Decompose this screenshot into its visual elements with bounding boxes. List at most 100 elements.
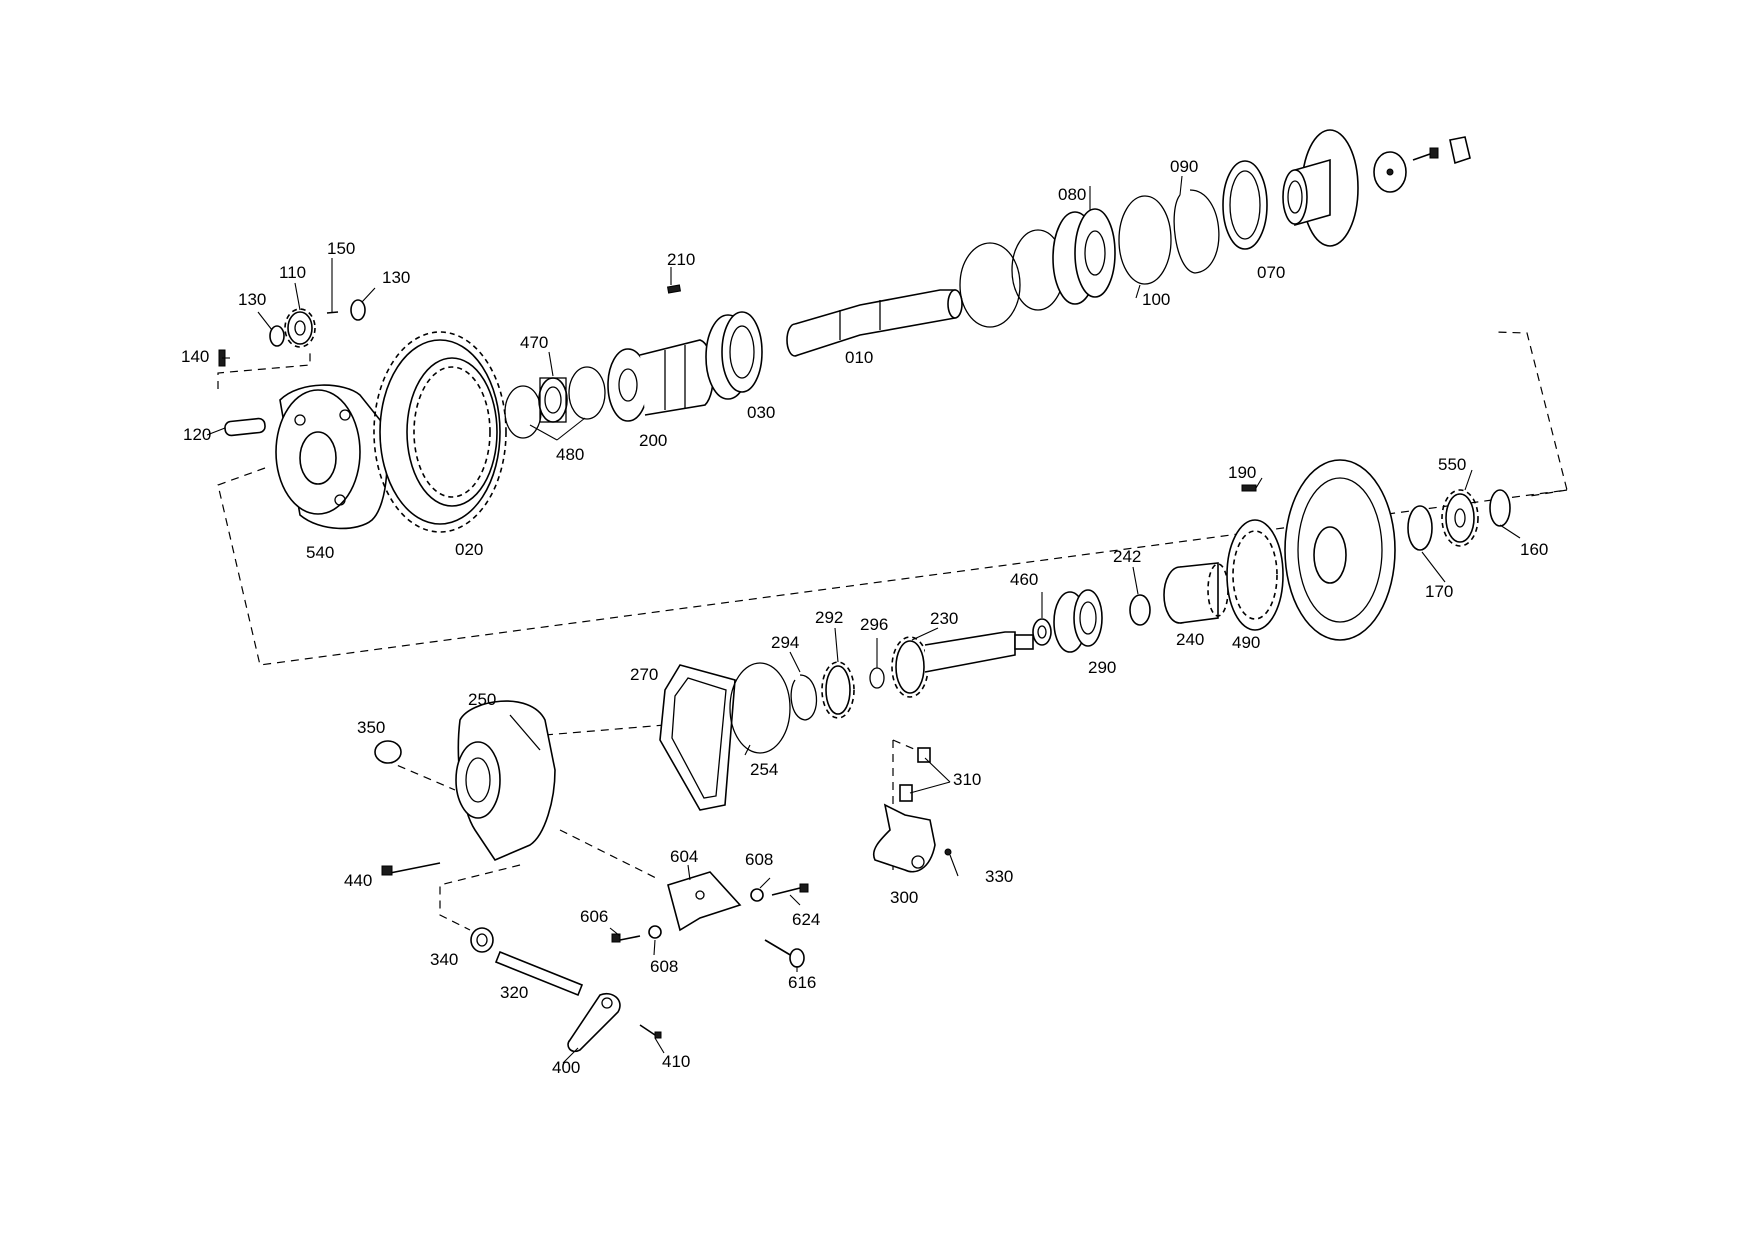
label-p616: 616 xyxy=(788,973,816,992)
label-p294: 294 xyxy=(771,633,799,652)
part-294-circlip xyxy=(790,674,818,721)
label-p330: 330 xyxy=(985,867,1013,886)
label-p160: 160 xyxy=(1520,540,1548,559)
part-608-nut-a xyxy=(750,888,764,902)
part-320-shaft xyxy=(494,950,584,997)
label-p604: 604 xyxy=(670,847,698,866)
label-p320: 320 xyxy=(500,983,528,1002)
part-470-bearing xyxy=(538,377,568,423)
label-p350: 350 xyxy=(357,718,385,737)
label-p480: 480 xyxy=(556,445,584,464)
part-540-carrier xyxy=(275,384,388,530)
part-090-circlip xyxy=(1173,189,1220,274)
label-p490: 490 xyxy=(1232,633,1260,652)
part-440-bolt xyxy=(381,862,441,876)
label-p254: 254 xyxy=(750,760,778,779)
label-p400: 400 xyxy=(552,1058,580,1077)
label-p170: 170 xyxy=(1425,582,1453,601)
label-p090: 090 xyxy=(1170,157,1198,176)
label-p010: 010 xyxy=(845,348,873,367)
part-190-bolt xyxy=(1241,484,1257,492)
part-292-gear xyxy=(821,661,855,719)
part-030-bearing xyxy=(705,311,763,400)
part-296-ring xyxy=(869,667,885,689)
label-p240: 240 xyxy=(1176,630,1204,649)
part-bolt-small xyxy=(1412,147,1439,161)
part-240-sleeve xyxy=(1163,562,1229,624)
label-p190: 190 xyxy=(1228,463,1256,482)
label-p290: 290 xyxy=(1088,658,1116,677)
label-p130b: 130 xyxy=(382,268,410,287)
label-p020: 020 xyxy=(455,540,483,559)
part-110-gear xyxy=(284,308,316,348)
label-p242: 242 xyxy=(1113,547,1141,566)
label-p110: 110 xyxy=(279,263,306,282)
part-340-washer xyxy=(470,927,494,953)
part-200-hub xyxy=(607,339,714,422)
part-604-bracket xyxy=(667,871,742,932)
part-550-gear xyxy=(1441,489,1479,547)
label-p120: 120 xyxy=(183,425,211,444)
label-p540: 540 xyxy=(306,543,334,562)
label-p470: 470 xyxy=(520,333,548,352)
label-p070: 070 xyxy=(1257,263,1285,282)
part-080-bearing xyxy=(1052,208,1116,305)
label-p292: 292 xyxy=(815,608,843,627)
label-p140: 140 xyxy=(181,347,209,366)
part-120-pin xyxy=(224,417,266,437)
part-624-bolt xyxy=(771,883,809,896)
label-p608a: 608 xyxy=(745,850,773,869)
part-250-housing xyxy=(455,700,556,861)
label-p030: 030 xyxy=(747,403,775,422)
label-p080: 080 xyxy=(1058,185,1086,204)
label-p340: 340 xyxy=(430,950,458,969)
part-100-ring xyxy=(1118,195,1172,285)
label-p130a: 130 xyxy=(238,290,266,309)
part-310-block-a xyxy=(917,747,931,763)
part-270-gasket xyxy=(659,664,736,811)
label-p440: 440 xyxy=(344,871,372,890)
label-p608b: 608 xyxy=(650,957,678,976)
part-490-ring-gear xyxy=(1226,519,1284,631)
part-labels: 010 020 030 070 080 090 100 110 120 130 … xyxy=(181,157,1548,1077)
leader-lines xyxy=(206,175,1521,1064)
part-460-bearing xyxy=(1032,618,1052,646)
part-ring-1 xyxy=(959,242,1021,328)
part-330-nut xyxy=(944,848,952,856)
part-616-bolt xyxy=(764,939,805,968)
part-130-washer-a xyxy=(269,325,285,347)
part-130-washer-b xyxy=(350,299,366,321)
label-p296: 296 xyxy=(860,615,888,634)
label-p210: 210 xyxy=(667,250,695,269)
label-p230: 230 xyxy=(930,609,958,628)
part-480-ring-a xyxy=(504,385,542,439)
part-lock-plate xyxy=(1449,136,1471,165)
label-p250: 250 xyxy=(468,690,496,709)
part-230-shaft xyxy=(891,631,1034,698)
label-p460: 460 xyxy=(1010,570,1038,589)
label-p270: 270 xyxy=(630,665,658,684)
label-p200: 200 xyxy=(639,431,667,450)
part-350-plug xyxy=(374,740,402,764)
label-p410: 410 xyxy=(662,1052,690,1071)
part-480-ring-b xyxy=(568,366,606,420)
part-242-sleeve xyxy=(1129,594,1151,626)
part-housing-flange xyxy=(1284,459,1396,641)
label-p300: 300 xyxy=(890,888,918,907)
label-p150: 150 xyxy=(327,239,355,258)
part-flange-output xyxy=(1282,129,1359,247)
part-020-ring-gear xyxy=(373,331,507,533)
part-160-washer xyxy=(1489,489,1511,527)
part-070-seal xyxy=(1222,160,1268,250)
label-p550: 550 xyxy=(1438,455,1466,474)
part-150-pin xyxy=(326,311,339,314)
part-010-shaft xyxy=(786,289,963,357)
part-254-oring xyxy=(729,662,791,754)
part-210-bolt xyxy=(666,284,682,294)
part-400-lever xyxy=(567,993,621,1053)
label-p310: 310 xyxy=(953,770,981,789)
part-290-bearing xyxy=(1053,589,1103,653)
part-300-lever xyxy=(872,803,936,873)
label-p606: 606 xyxy=(580,907,608,926)
label-p100: 100 xyxy=(1142,290,1170,309)
